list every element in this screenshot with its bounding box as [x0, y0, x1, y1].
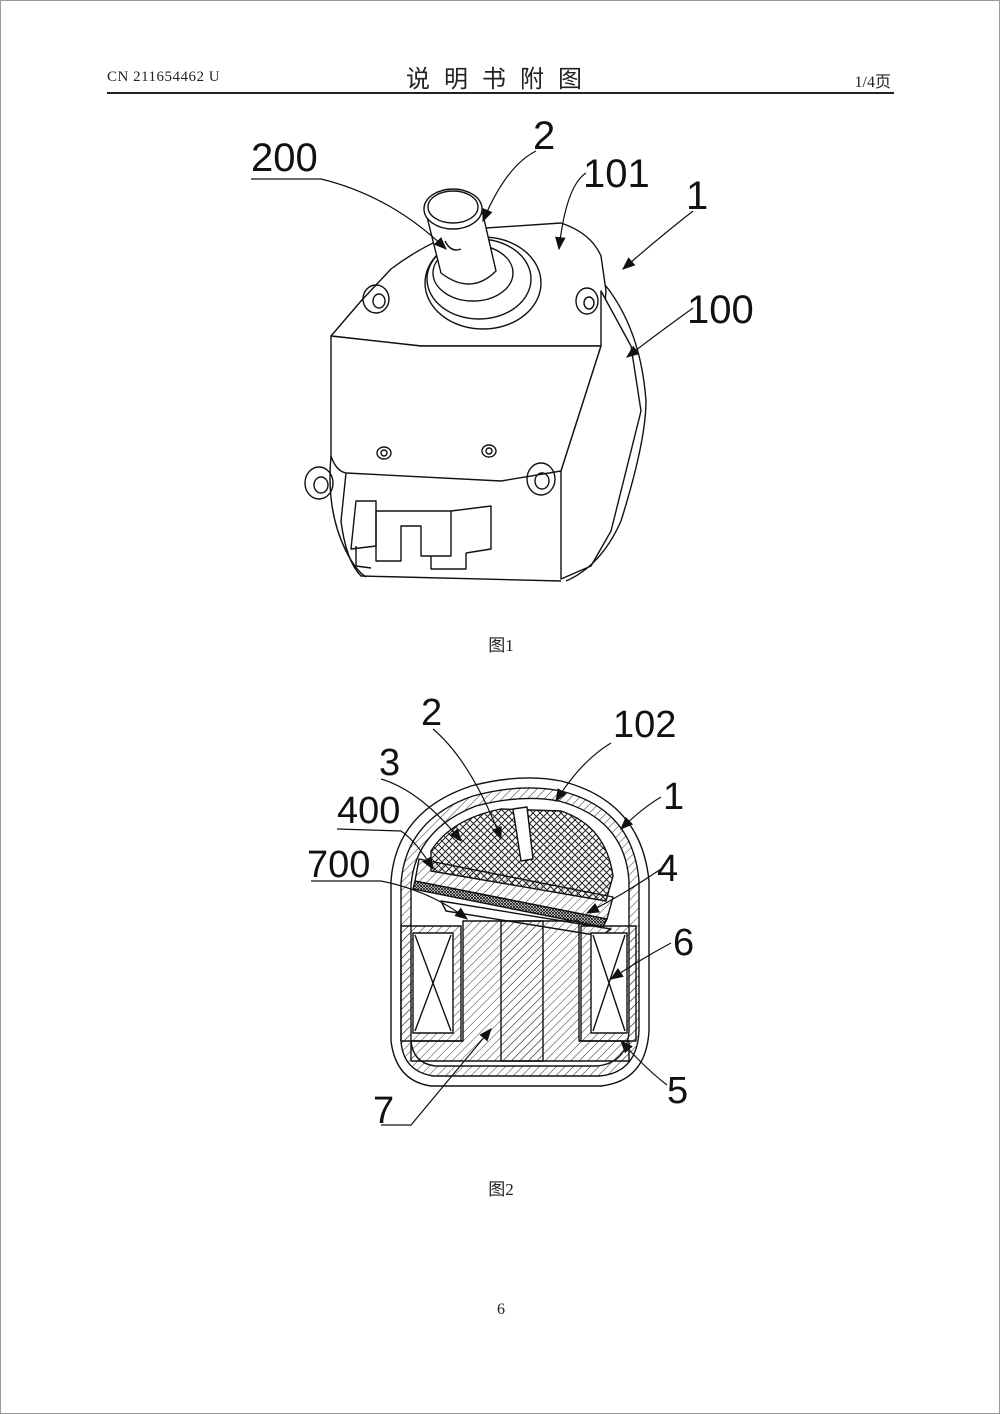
label-200: 200	[251, 136, 318, 180]
label-3: 3	[379, 742, 400, 784]
figure-2-caption: 图2	[488, 1180, 514, 1199]
section-title: 说明书附图	[406, 65, 596, 93]
figure-1-drawing: 200 2 101 1 100	[251, 114, 754, 582]
label-102: 102	[613, 704, 676, 746]
label-2: 2	[421, 692, 442, 734]
label-2: 2	[533, 114, 555, 158]
label-101: 101	[583, 152, 650, 196]
label-700: 700	[307, 844, 370, 886]
label-1: 1	[663, 776, 684, 818]
label-1: 1	[686, 174, 708, 218]
page-number: 6	[497, 1301, 505, 1318]
label-400: 400	[337, 790, 400, 832]
figure-2-drawing: 2 102 3 1 400 4 700 6 7 5	[307, 692, 694, 1132]
figure-1-caption: 图1	[488, 636, 514, 655]
header-rule	[107, 92, 894, 94]
label-7: 7	[373, 1090, 394, 1132]
label-4: 4	[657, 848, 678, 890]
label-5: 5	[667, 1070, 688, 1112]
document-number: CN 211654462 U	[107, 69, 221, 85]
page-counter: 1/4页	[854, 74, 891, 91]
label-6: 6	[673, 922, 694, 964]
label-100: 100	[687, 288, 754, 332]
